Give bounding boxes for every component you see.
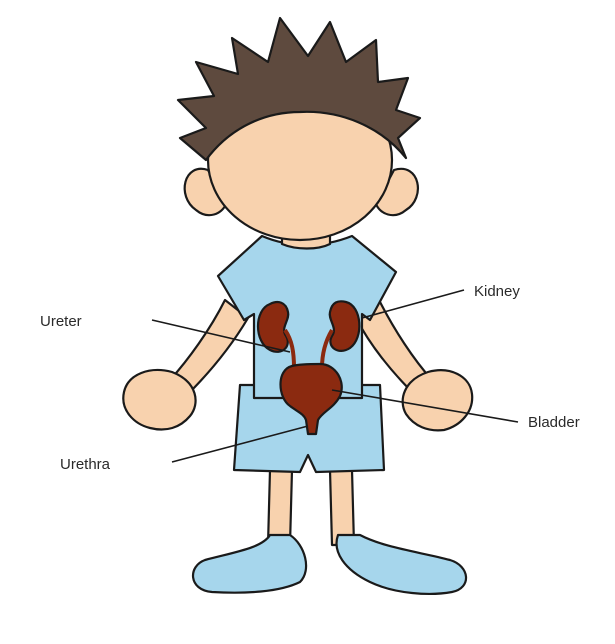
left-leg [268, 470, 292, 545]
bladder-label: Bladder [528, 414, 580, 431]
urethra-label: Urethra [60, 456, 111, 473]
shoes [193, 535, 466, 594]
right-hand [403, 370, 473, 430]
ureter-label: Ureter [40, 313, 82, 330]
left-kidney [258, 302, 288, 352]
legs [268, 470, 354, 545]
kidney-label: Kidney [474, 283, 520, 300]
right-shoe [337, 535, 466, 594]
left-hand [123, 370, 195, 429]
left-shoe [193, 535, 306, 593]
right-leg [330, 470, 354, 545]
right-kidney [330, 301, 360, 351]
